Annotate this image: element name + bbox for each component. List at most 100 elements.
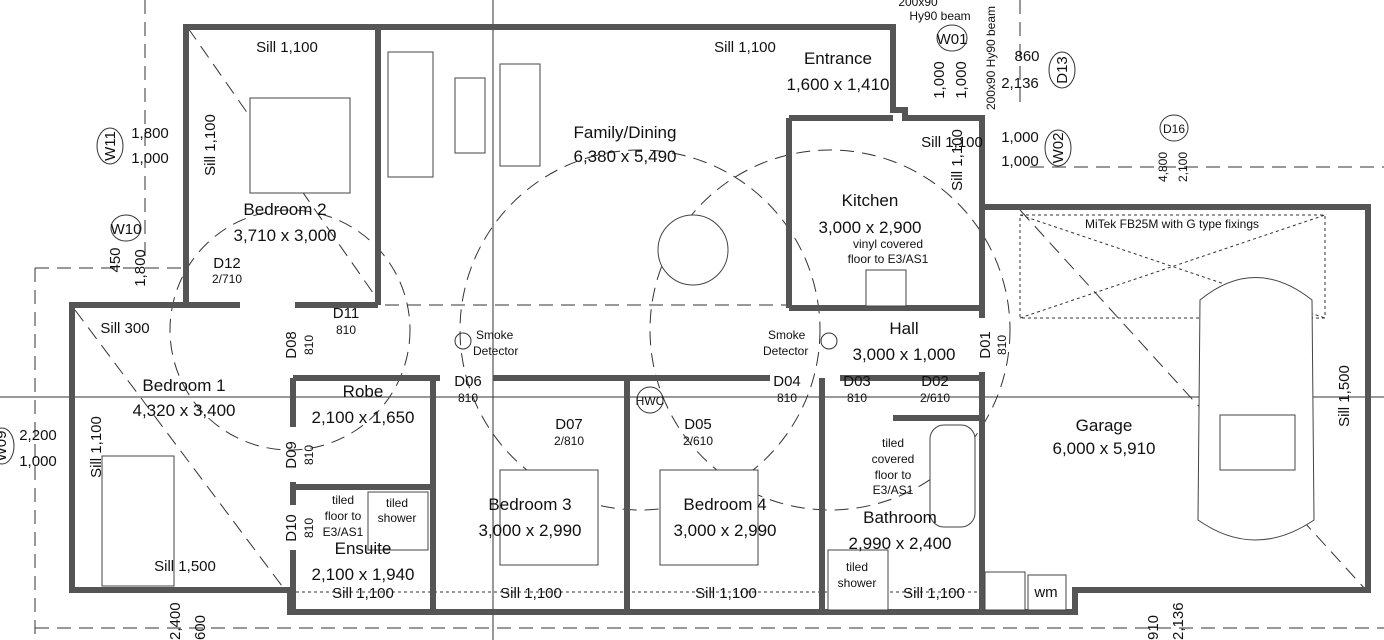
room-dims: 1,600 x 1,410 (786, 75, 889, 94)
window-width: 1,800 (132, 249, 149, 287)
dimension-label: 910 (1145, 615, 1162, 640)
door-size: 810 (847, 391, 867, 405)
window-tag: W09 (0, 431, 10, 462)
bath (929, 424, 976, 528)
sill-label: Sill 1,100 (695, 585, 757, 602)
room-labels: Bedroom 2 3,710 x 3,000 Family/Dining 6,… (132, 49, 1155, 584)
room-note: tiled (332, 493, 354, 507)
door-tag: D03 (843, 373, 871, 390)
cooktop (865, 269, 907, 307)
door-tag: D01 (977, 331, 994, 359)
window-height: 1,800 (131, 125, 169, 142)
shower-label: shower (378, 511, 417, 525)
room-name: Entrance (804, 49, 872, 68)
room-dims: 6,000 x 5,910 (1052, 439, 1155, 458)
hot-water-cylinder-icon (636, 386, 664, 414)
room-name: Bedroom 1 (142, 376, 225, 395)
door-size: 810 (302, 335, 316, 355)
beam-label: 200x90 Hy90 beam (984, 6, 998, 110)
sofa (387, 51, 434, 178)
sill-label: Sill 1,100 (921, 134, 983, 151)
room-dims: 3,710 x 3,000 (233, 226, 336, 245)
smoke-detector-label: Detector (763, 344, 808, 358)
bed-bedroom-3 (499, 469, 599, 566)
dimension-label: 2,136 (1170, 602, 1187, 640)
door-tag: D04 (773, 373, 801, 390)
room-name: Garage (1076, 416, 1133, 435)
window-height: 1,000 (1001, 129, 1039, 146)
window-height: 1,000 (931, 61, 948, 99)
dining-table (657, 214, 729, 286)
room-dims: 3,000 x 2,990 (478, 521, 581, 540)
sill-label: Sill 1,100 (949, 129, 966, 191)
door-size: 810 (777, 391, 797, 405)
room-name: Family/Dining (574, 123, 677, 142)
sill-label: Sill 1,100 (500, 585, 562, 602)
sofa (499, 63, 541, 167)
room-name: Hall (889, 319, 918, 338)
sill-label: Sill 1,100 (88, 416, 105, 478)
sill-label: Sill 1,500 (1336, 365, 1353, 427)
door-size: 2/610 (683, 434, 713, 448)
smoke-detector-icon (454, 332, 472, 350)
door-tag: D06 (454, 373, 482, 390)
window-width: 1,000 (1001, 153, 1039, 170)
laundry-tub (984, 571, 1026, 611)
room-note: covered (872, 452, 915, 466)
room-name: Kitchen (842, 191, 899, 210)
room-dims: 3,000 x 2,900 (818, 218, 921, 237)
window-tag: W02 (1050, 133, 1067, 164)
room-name: Bedroom 2 (243, 200, 326, 219)
room-note: E3/AS1 (873, 483, 914, 497)
dimension-label: 2,400 (167, 602, 184, 640)
hwc-label: HWC (636, 394, 665, 408)
window-width: 1,000 (19, 453, 57, 470)
coffee-table (454, 77, 486, 154)
smoke-detector-label: Smoke (476, 328, 514, 342)
ensuite-shower (367, 491, 429, 551)
door-height: 4,800 (1156, 152, 1170, 182)
furniture (101, 51, 1315, 611)
door-tag: D11 (333, 305, 359, 322)
bed-bedroom-4 (659, 469, 759, 566)
door-tag: D10 (283, 514, 300, 542)
bathroom-shower (827, 549, 889, 611)
door-tag: D02 (921, 373, 949, 390)
sill-labels: Sill 1,100 Sill 1,100 Sill 1,100 Sill 1,… (88, 39, 1353, 602)
room-note: tiled (882, 436, 904, 450)
sill-label: Sill 300 (100, 320, 149, 337)
door-tag: D05 (684, 416, 712, 433)
window-tags: W11 1,800 1,000 W10 450 1,800 W01 1,000 … (0, 24, 1190, 470)
window-tag: W10 (111, 221, 142, 238)
sill-label: Sill 1,100 (332, 585, 394, 602)
door-size: 810 (302, 445, 316, 465)
room-note: floor to E3/AS1 (848, 252, 929, 266)
window-width: 1,000 (953, 61, 970, 99)
smoke-detector-icon (820, 332, 838, 350)
room-dims: 4,320 x 3,400 (132, 401, 235, 420)
bed-bedroom-1 (101, 455, 175, 587)
shower-label: tiled (846, 560, 868, 574)
room-dims: 6,380 x 5,490 (573, 147, 676, 166)
sill-label: Sill 1,100 (202, 114, 219, 176)
window-width: 1,000 (131, 150, 169, 167)
window-tag: W01 (937, 31, 968, 48)
door-tag: D09 (283, 441, 300, 469)
sill-label: Sill 1,100 (714, 39, 776, 56)
door-size: 810 (995, 335, 1009, 355)
door-tag: D13 (1054, 56, 1071, 84)
door-size: 2/710 (212, 272, 242, 286)
room-name: Robe (343, 382, 384, 401)
window-height: 450 (107, 247, 124, 272)
bed-bedroom-2 (249, 97, 351, 194)
window-height: 2,200 (19, 427, 57, 444)
room-dims: 2,100 x 1,940 (311, 565, 414, 584)
smoke-detector-label: Smoke (768, 328, 806, 342)
door-tag: D12 (213, 255, 241, 272)
beam-label: 200x90 (898, 0, 938, 9)
car-icon (1197, 277, 1315, 541)
shower-label: shower (838, 576, 877, 590)
room-name: Bedroom 3 (488, 495, 571, 514)
room-dims: 3,000 x 2,990 (673, 521, 776, 540)
